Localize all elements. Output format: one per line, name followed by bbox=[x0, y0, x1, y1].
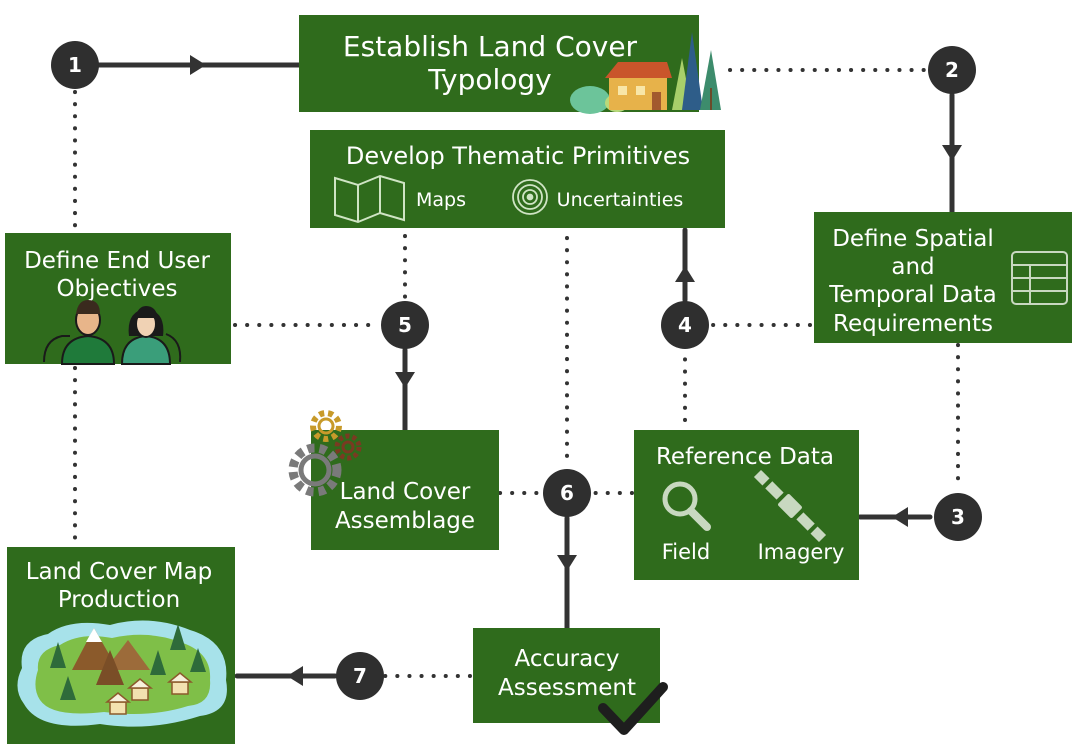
step-node-4: 4 bbox=[661, 301, 709, 349]
box-thematic-primitives: Develop Thematic Primitives Maps Uncerta… bbox=[310, 130, 725, 228]
box-spatial-temporal: Define Spatial and Temporal Data Require… bbox=[814, 212, 1072, 343]
production-line2: Production bbox=[58, 587, 180, 613]
end-user-line2: Objectives bbox=[56, 276, 177, 302]
reference-title: Reference Data bbox=[656, 444, 834, 470]
arrow-right-icon bbox=[190, 55, 206, 75]
step-number: 3 bbox=[951, 505, 965, 529]
houses bbox=[104, 672, 194, 715]
people-icon bbox=[43, 300, 182, 365]
step-number: 7 bbox=[353, 664, 367, 688]
step-number: 1 bbox=[68, 53, 82, 77]
arrow-down-icon bbox=[395, 372, 415, 388]
gears-icon bbox=[288, 410, 362, 497]
arrow-down-icon bbox=[557, 555, 577, 571]
box-end-user-objectives-bg bbox=[5, 233, 231, 364]
houses-trees-icon bbox=[570, 32, 721, 114]
accuracy-line1: Accuracy bbox=[514, 646, 619, 672]
landscape-island-icon bbox=[17, 620, 227, 727]
step-node-3: 3 bbox=[934, 493, 982, 541]
arrow-up-icon bbox=[675, 266, 695, 282]
box-reference-data: Reference Data Field Imagery bbox=[634, 430, 859, 580]
box-establish-typology: Establish Land Cover Typology bbox=[299, 15, 721, 114]
step-node-2: 2 bbox=[928, 46, 976, 94]
assemblage-line2: Assemblage bbox=[335, 508, 475, 534]
assemblage-line1: Land Cover bbox=[340, 479, 471, 505]
spatial-line1: Define Spatial bbox=[832, 226, 994, 252]
step-number: 5 bbox=[398, 313, 412, 337]
step-node-1: 1 bbox=[51, 41, 99, 89]
checkmark-icon bbox=[598, 682, 668, 735]
step-number: 2 bbox=[945, 58, 959, 82]
primitives-title: Develop Thematic Primitives bbox=[346, 142, 690, 170]
map-icon bbox=[334, 174, 405, 224]
uncertainties-label: Uncertainties bbox=[557, 189, 684, 211]
field-label: Field bbox=[662, 540, 710, 564]
step-node-7: 7 bbox=[336, 652, 384, 700]
box-end-user-objectives: Define End User Objectives bbox=[5, 233, 231, 365]
step-number: 4 bbox=[678, 313, 692, 337]
end-user-line1: Define End User bbox=[24, 248, 210, 274]
arrow-left-icon bbox=[287, 666, 303, 686]
imagery-label: Imagery bbox=[758, 540, 845, 564]
target-icon bbox=[512, 179, 548, 215]
box-reference-data-bg bbox=[634, 430, 859, 580]
step-node-5: 5 bbox=[381, 301, 429, 349]
arrow-down-icon bbox=[942, 145, 962, 161]
spatial-line3: Temporal Data bbox=[828, 282, 997, 308]
box-accuracy-assessment: Accuracy Assessment bbox=[473, 628, 668, 735]
establish-line1: Establish Land Cover bbox=[343, 30, 638, 63]
connectors bbox=[72, 55, 962, 686]
arrow-left-icon bbox=[892, 507, 908, 527]
step-number: 6 bbox=[560, 481, 574, 505]
magnifier-icon bbox=[662, 481, 711, 531]
step-node-6: 6 bbox=[543, 469, 591, 517]
satellite-icon bbox=[753, 469, 827, 543]
maps-label: Maps bbox=[416, 189, 466, 211]
box-land-cover-assemblage: Land Cover Assemblage bbox=[288, 410, 499, 550]
establish-line2: Typology bbox=[427, 63, 551, 96]
spatial-line4: Requirements bbox=[833, 311, 993, 337]
production-line1: Land Cover Map bbox=[26, 559, 213, 585]
spatial-line2: and bbox=[891, 254, 934, 280]
box-accuracy-assessment-bg bbox=[473, 628, 660, 723]
table-icon bbox=[1011, 251, 1068, 305]
box-map-production: Land Cover Map Production bbox=[7, 547, 235, 744]
accuracy-line2: Assessment bbox=[498, 675, 636, 701]
